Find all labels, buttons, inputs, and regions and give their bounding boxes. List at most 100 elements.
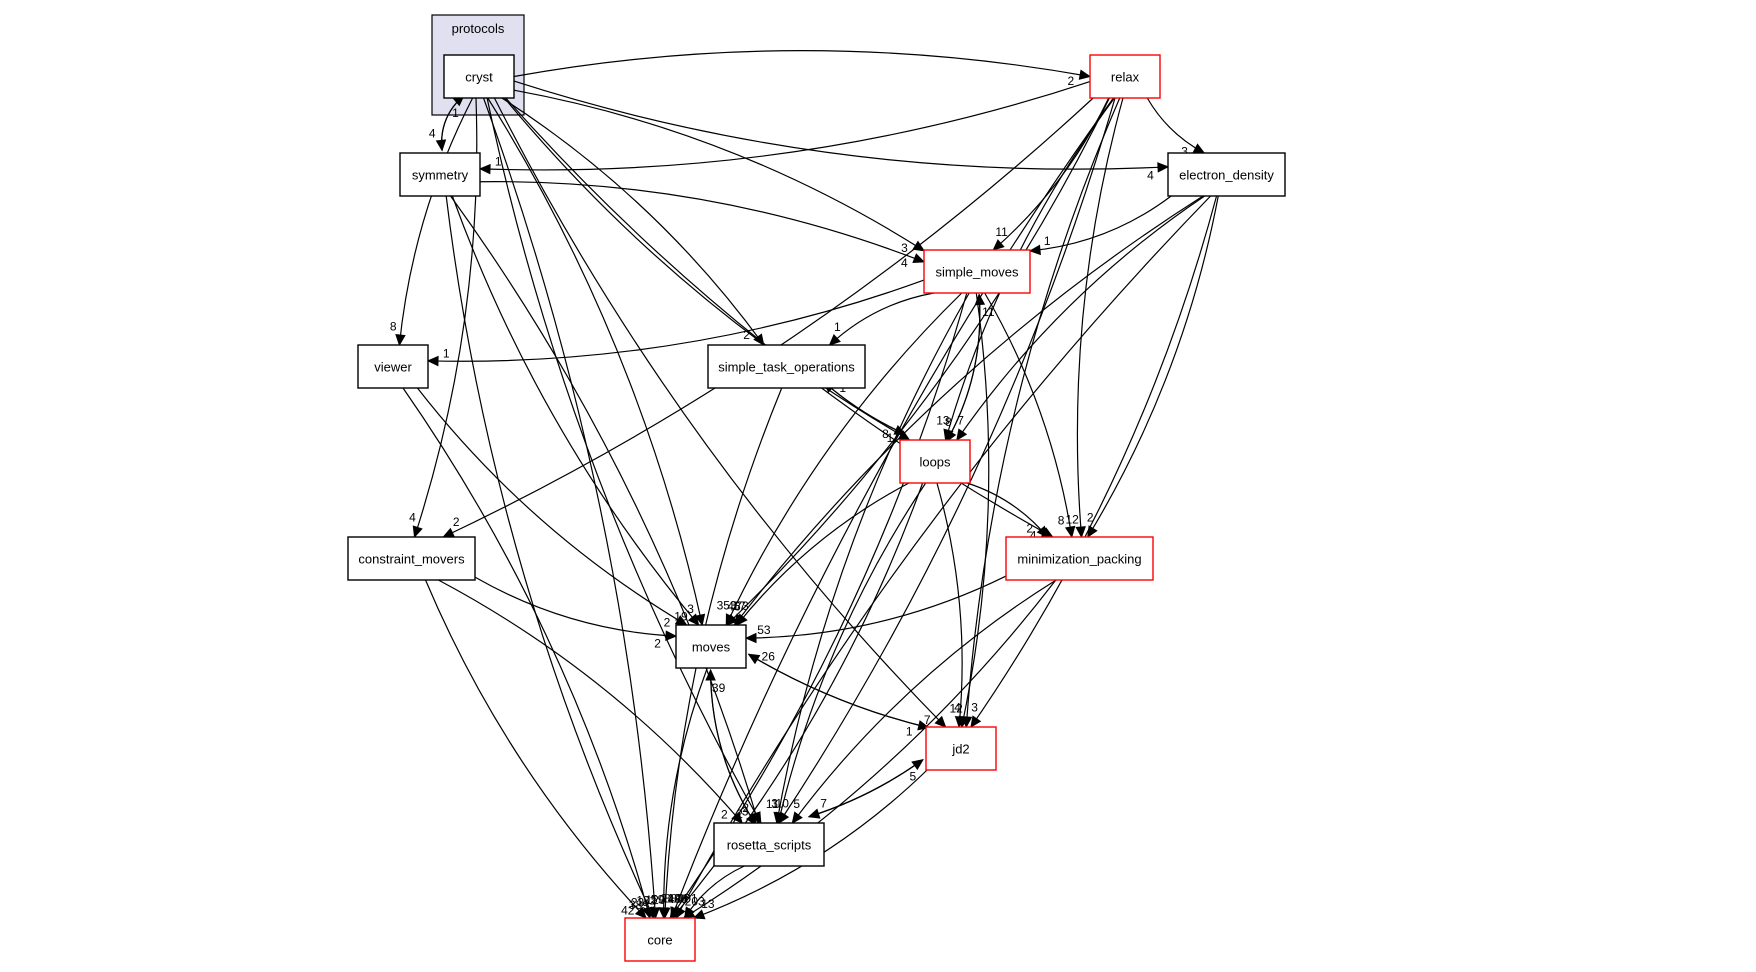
node-box-viewer[interactable] [357,344,429,389]
edge-label-minimization_packing-to-rosetta_scripts: 5 [793,797,800,811]
edge-label-minimization_packing-to-moves: 53 [757,623,771,637]
node-label-cryst: cryst [465,70,493,85]
edge-symmetry-to-simple_moves [479,181,925,263]
node-label-jd2: jd2 [951,742,969,757]
edge-label-symmetry-to-core: 389 [629,898,649,912]
node-label-simple_task_operations: simple_task_operations [718,360,855,375]
edge-minimization_packing-to-rosetta_scripts [791,579,1057,824]
edge-label-rosetta_scripts-to-moves: 39 [712,681,726,695]
edge-label-moves-to-rosetta_scripts: 2 [736,807,743,821]
node-box-simple_moves[interactable] [923,249,1031,294]
node-box-relax[interactable] [1089,54,1161,99]
edge-loops-to-jd2 [936,482,963,728]
edge-label-jd2-to-core: 13 [701,897,715,911]
arrowhead-symmetry-to-simple_moves [912,253,926,264]
edge-label-cryst-to-moves: 3 [687,602,694,616]
node-symmetry[interactable]: symmetry [399,152,481,197]
edge-label-electron_density-to-simple_moves: 1 [1044,234,1051,248]
node-box-cryst[interactable] [443,54,515,99]
edge-label-cryst-to-simple_task_operations: 2 [743,328,750,342]
edge-label-cryst-to-viewer: 8 [390,319,397,333]
edge-cryst-to-simple_task_operations [501,97,765,346]
edge-label-loops-to-jd2: 1 [949,701,956,715]
edge-label-moves-to-core: 120 [645,893,665,907]
edge-symmetry-to-core [445,195,655,919]
edge-viewer-to-core [402,387,651,919]
arrowhead-rosetta_scripts-to-jd2 [911,759,924,771]
edge-symmetry-to-moves [451,195,700,626]
node-simple_moves[interactable]: simple_moves [923,249,1031,294]
edge-label-cryst-to-rosetta_scripts: 3 [742,804,749,818]
node-label-loops: loops [919,455,951,470]
node-minimization_packing[interactable]: minimization_packing [1005,536,1154,581]
edge-label-constraint_movers-to-moves: 2 [654,636,661,650]
edge-label-cryst-to-jd2: 7 [924,713,931,727]
edge-label-simple_moves-to-loops: 8 [945,415,952,429]
edge-loops-to-simple_moves [946,294,981,442]
node-box-minimization_packing[interactable] [1005,536,1154,581]
node-box-electron_density[interactable] [1167,152,1286,197]
edge-label-simple_moves-to-minimization_packing: 8 [1058,513,1065,527]
edge-label-cryst-to-loops: 1 [887,431,894,445]
edge-label-symmetry-to-cryst: 1 [452,106,459,120]
edge-label-loops-to-minimization_packing: 2 [1026,521,1033,535]
edge-label-electron_density-to-moves: 17 [732,599,746,613]
node-box-loops[interactable] [899,439,971,484]
node-label-rosetta_scripts: rosetta_scripts [727,838,812,853]
edge-moves-to-core [663,667,708,919]
node-cryst[interactable]: cryst [443,54,515,99]
node-relax[interactable]: relax [1089,54,1161,99]
edge-label-relax-to-minimization_packing: 12 [1065,513,1079,527]
arrowhead-jd2-to-moves [747,653,761,665]
node-moves[interactable]: moves [675,624,747,669]
node-constraint_movers[interactable]: constraint_movers [347,536,476,581]
arrowhead-simple_moves-to-minimization_packing [1064,525,1076,539]
edge-simple_moves-to-jd2 [961,292,990,728]
arrowhead-relax-to-simple_moves [992,239,1005,251]
arrowhead-rosetta_scripts-to-core [684,906,695,920]
node-box-constraint_movers[interactable] [347,536,476,581]
edge-label-cryst-to-electron_density: 4 [1147,169,1154,183]
edge-label-jd2-to-moves: 26 [762,650,776,664]
node-box-moves[interactable] [675,624,747,669]
edge-simple_moves-to-minimization_packing [984,292,1073,538]
arrowhead-loops-to-moves [736,613,748,626]
edge-simple_moves-to-viewer [427,279,925,362]
edge-electron_density-to-minimization_packing [1087,195,1219,538]
node-viewer[interactable]: viewer [357,344,429,389]
arrowhead-simple_moves-to-simple_task_operations [828,333,841,346]
edge-label-rosetta_scripts-to-core: 101 [678,892,698,906]
node-jd2[interactable]: jd2 [925,726,997,771]
node-label-symmetry: symmetry [412,168,469,183]
node-box-simple_task_operations[interactable] [707,344,866,389]
node-loops[interactable]: loops [899,439,971,484]
arrowhead-relax-to-minimization_packing [1075,526,1086,539]
node-box-core[interactable] [624,917,696,962]
arrowhead-cryst-to-symmetry [435,139,447,152]
edge-label-loops-to-rosetta_scripts: 3 [771,797,778,811]
edge-relax-to-minimization_packing [1076,97,1124,538]
node-label-relax: relax [1111,70,1140,85]
node-label-simple_moves: simple_moves [935,265,1019,280]
edge-cryst-to-electron_density [513,80,1169,170]
node-box-jd2[interactable] [925,726,997,771]
arrowhead-rosetta_scripts-to-moves [705,668,716,681]
node-label-moves: moves [692,640,731,655]
arrowhead-viewer-to-core [642,906,653,920]
node-core[interactable]: core [624,917,696,962]
node-box-symmetry[interactable] [399,152,481,197]
arrowhead-cryst-to-constraint_movers [412,525,423,539]
cluster-label: protocols [452,21,505,36]
node-box-rosetta_scripts[interactable] [713,822,825,867]
node-rosetta_scripts[interactable]: rosetta_scripts [713,822,825,867]
node-electron_density[interactable]: electron_density [1167,152,1286,197]
edge-viewer-to-moves [416,387,687,626]
node-label-electron_density: electron_density [1179,168,1274,183]
node-simple_task_operations[interactable]: simple_task_operations [707,344,866,389]
edge-label-simple_moves-to-rosetta_scripts: 11 [766,797,779,811]
edge-label-electron_density-to-jd2: 3 [971,701,978,715]
edge-minimization_packing-to-core [683,579,1057,919]
edge-label-simple_moves-to-viewer: 1 [443,346,450,360]
